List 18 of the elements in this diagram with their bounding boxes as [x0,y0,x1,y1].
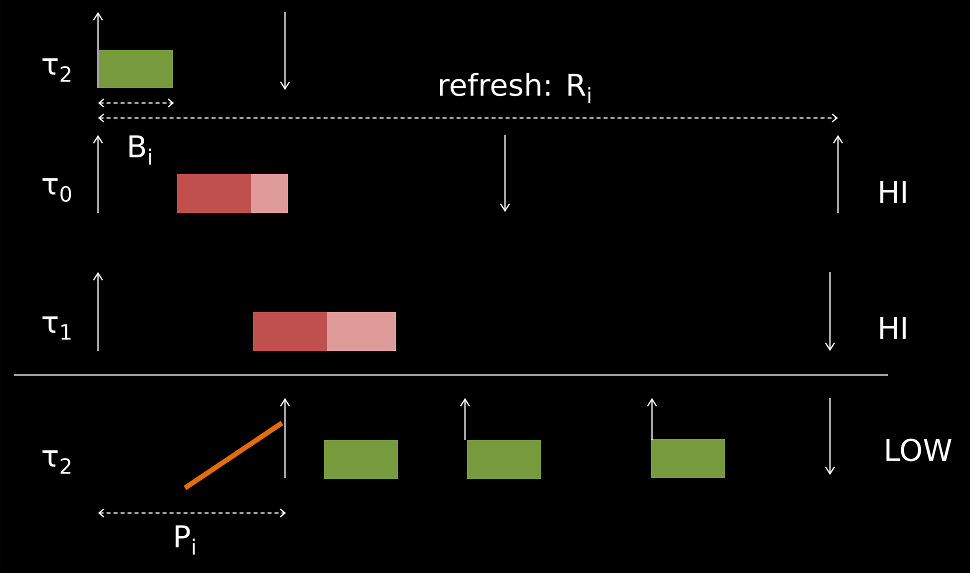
task-label: τ$_{1}$ [42,316,71,340]
task-label: τ$_{0}$ [42,178,72,202]
job-bar [253,312,327,351]
job-bar [467,440,541,479]
dimension-label: B$_{i}$ [130,135,151,165]
dimension-label: P$_{i}$ [176,525,195,555]
criticality-label: HI [880,317,906,339]
job-bar [651,439,725,478]
job-bar [251,174,288,213]
task-label: τ$_{2}$ [42,450,70,474]
job-bar [177,174,251,213]
criticality-label: LOW [886,438,952,462]
task-label: τ$_{2}$ [42,58,70,82]
job-bar [324,440,398,479]
criticality-label: HI [880,181,906,203]
job-bar [327,312,396,351]
dimension-label: refresh: R$_{i}$ [440,72,590,104]
job-bar [99,50,173,88]
